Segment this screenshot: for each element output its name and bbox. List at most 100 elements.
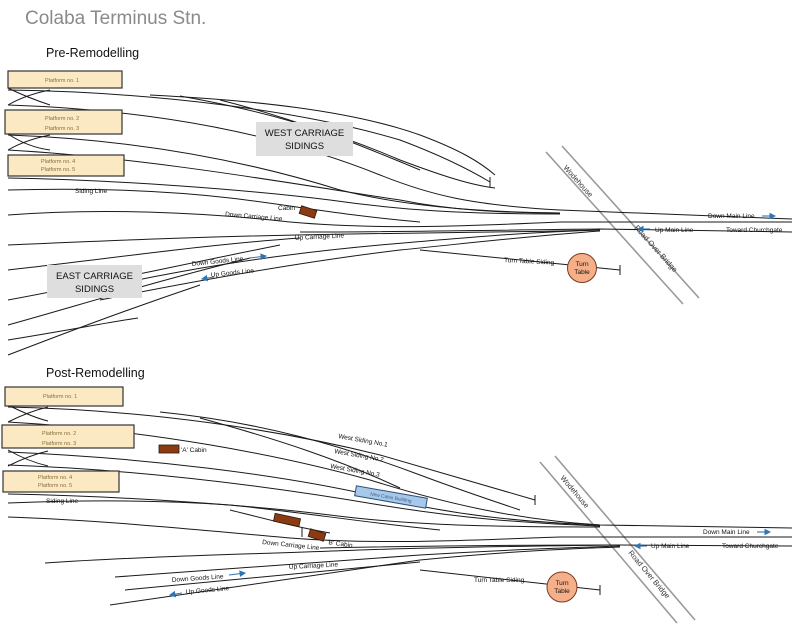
post-crossover-3	[7, 449, 49, 467]
post-platform-5-label: Platform no. 5	[38, 483, 72, 489]
post-up-carriage-label: Up Carriage Line	[289, 561, 339, 571]
post-track-platform5	[7, 493, 601, 528]
pre-down-carriage-label: Down Carriage Line	[225, 211, 283, 223]
pre-turn-table-siding-label: Turn Table Siding	[504, 257, 555, 267]
pre-turn-table-label-2: Table	[574, 269, 590, 276]
pre-west-siding-b	[179, 95, 496, 189]
pre-platform-4-5-box	[7, 154, 125, 177]
post-remodelling-heading: Post-Remodelling	[46, 366, 145, 380]
post-up-goods-label: Up Goods Line	[186, 585, 230, 596]
post-crossover-4	[7, 450, 49, 467]
post-goods-link	[124, 561, 421, 591]
post-down-carriage-label: Down Carriage Line	[262, 539, 320, 552]
post-up-carriage-line	[44, 544, 621, 564]
post-down-main-label: Down Main Line	[703, 529, 750, 536]
post-down-goods-line	[114, 545, 621, 578]
pre-platform-2-label: Platform no. 2	[45, 116, 79, 122]
pre-up-carriage-label: Up Carriage Line	[295, 232, 345, 242]
post-turn-table-label-1: Turn	[555, 580, 569, 587]
pre-crossover-1	[7, 87, 51, 106]
post-turn-table-label-2: Table	[554, 588, 570, 595]
post-turn-table-siding-label: Turn Table Siding	[474, 577, 525, 584]
post-new-building	[354, 485, 428, 509]
post-b-cabin-label: 'B' Cabin	[327, 539, 354, 550]
post-platforms: Platform no. 1 Platform no. 2 Platform n…	[1, 386, 135, 493]
pre-west-sidings-box	[256, 122, 353, 156]
pre-down-carriage-line	[7, 210, 792, 228]
pre-up-main-line	[299, 228, 793, 233]
pre-east-siding-e	[7, 284, 201, 356]
pre-remodelling-section: Wodehouse Road Over Bridge	[4, 70, 793, 356]
pre-up-goods-label: Up Goods Line	[210, 267, 254, 279]
pre-track-platform5	[7, 177, 561, 215]
post-west-siding-1	[7, 406, 536, 501]
post-crossover-1	[7, 404, 49, 422]
pre-down-goods-arrow	[249, 253, 268, 260]
post-cabin-building-new	[272, 512, 302, 528]
post-platform-1-box	[4, 386, 124, 407]
pre-east-sidings-line2: SIDINGS	[75, 284, 114, 295]
post-remodelling-section: Wodehouse Road Over Bridge	[1, 386, 793, 624]
pre-up-carriage-line	[7, 229, 601, 246]
pre-siding-line-label: Siding Line	[75, 188, 108, 195]
pre-track-platform2	[7, 104, 793, 220]
pre-platform-1-label: Platform no. 1	[45, 78, 79, 84]
post-platform-1-label: Platform no. 1	[43, 394, 77, 400]
post-toward-churchgate: Toward Churchgate	[722, 543, 779, 550]
pre-remodelling-heading: Pre-Remodelling	[46, 46, 140, 60]
pre-west-siding-a	[149, 94, 496, 176]
post-turn-table	[546, 571, 578, 603]
post-rob-label: Road Over Bridge	[626, 549, 671, 601]
post-platform-2-3-box	[1, 424, 135, 449]
pre-toward-churchgate: Toward Churchgate	[726, 227, 783, 234]
post-siding-line	[7, 500, 441, 531]
post-a-cabin-label: 'A' Cabin	[181, 447, 207, 454]
pre-west-sidings-line2: SIDINGS	[285, 141, 324, 152]
pre-east-sidings-line1: EAST CARRIAGE	[56, 271, 133, 282]
pre-turn-table-label-1: Turn	[575, 261, 589, 268]
post-platform-3-label: Platform no. 3	[42, 441, 76, 447]
post-platform-4-5-box	[2, 470, 120, 493]
pre-platforms: Platform no. 1 Platform no. 2 Platform n…	[4, 70, 125, 177]
diagram-title: Colaba Terminus Stn.	[25, 8, 207, 29]
post-down-goods-arrow	[228, 570, 247, 577]
pre-platform-5-label: Platform no. 5	[41, 167, 75, 173]
pre-crossover-4	[7, 134, 51, 151]
post-track-platform4	[7, 464, 601, 527]
post-up-goods-arrow	[168, 590, 183, 598]
pre-bridge-edge-left	[545, 151, 684, 305]
pre-east-siding-d	[7, 317, 139, 341]
post-crossover-2	[7, 406, 49, 423]
post-up-main-label: Up Main Line	[651, 543, 690, 550]
pre-crossover-2	[7, 89, 51, 106]
pre-up-main-label: Up Main Line	[655, 227, 694, 234]
post-a-cabin	[158, 444, 180, 454]
pre-crossover-3	[7, 133, 51, 151]
pre-road-over-bridge: Wodehouse Road Over Bridge	[545, 145, 700, 305]
pre-cabin	[298, 205, 318, 219]
pre-tracks	[7, 87, 793, 356]
pre-west-sidings-line1: WEST CARRIAGE	[265, 128, 345, 139]
pre-platform-1-box	[7, 70, 123, 89]
post-b-cabin	[307, 528, 327, 542]
pre-down-main-label: Down Main Line	[708, 213, 755, 220]
pre-platform-4-label: Platform no. 4	[41, 159, 75, 165]
post-platform-2-label: Platform no. 2	[42, 431, 76, 437]
post-west-siding-branch-b	[199, 417, 401, 489]
pre-east-sidings-box	[47, 265, 142, 298]
post-bridge-edge-left	[539, 461, 678, 624]
post-siding-line-label: Siding Line	[46, 498, 79, 505]
pre-siding-line	[7, 188, 421, 223]
post-down-goods-label: Down Goods Line	[172, 573, 224, 584]
pre-east-siding-a	[7, 237, 301, 271]
pre-platform-2-3-box	[4, 109, 123, 135]
pre-up-goods-arrow	[200, 274, 215, 282]
post-down-carriage-line	[7, 516, 792, 543]
pre-wodehouse-label: Wodehouse	[562, 163, 595, 199]
post-platform-4-label: Platform no. 4	[38, 475, 72, 481]
post-west-siding-branch-a	[159, 411, 521, 511]
pre-cabin-label: Cabin	[278, 205, 295, 212]
pre-platform-3-label: Platform no. 3	[45, 126, 79, 132]
